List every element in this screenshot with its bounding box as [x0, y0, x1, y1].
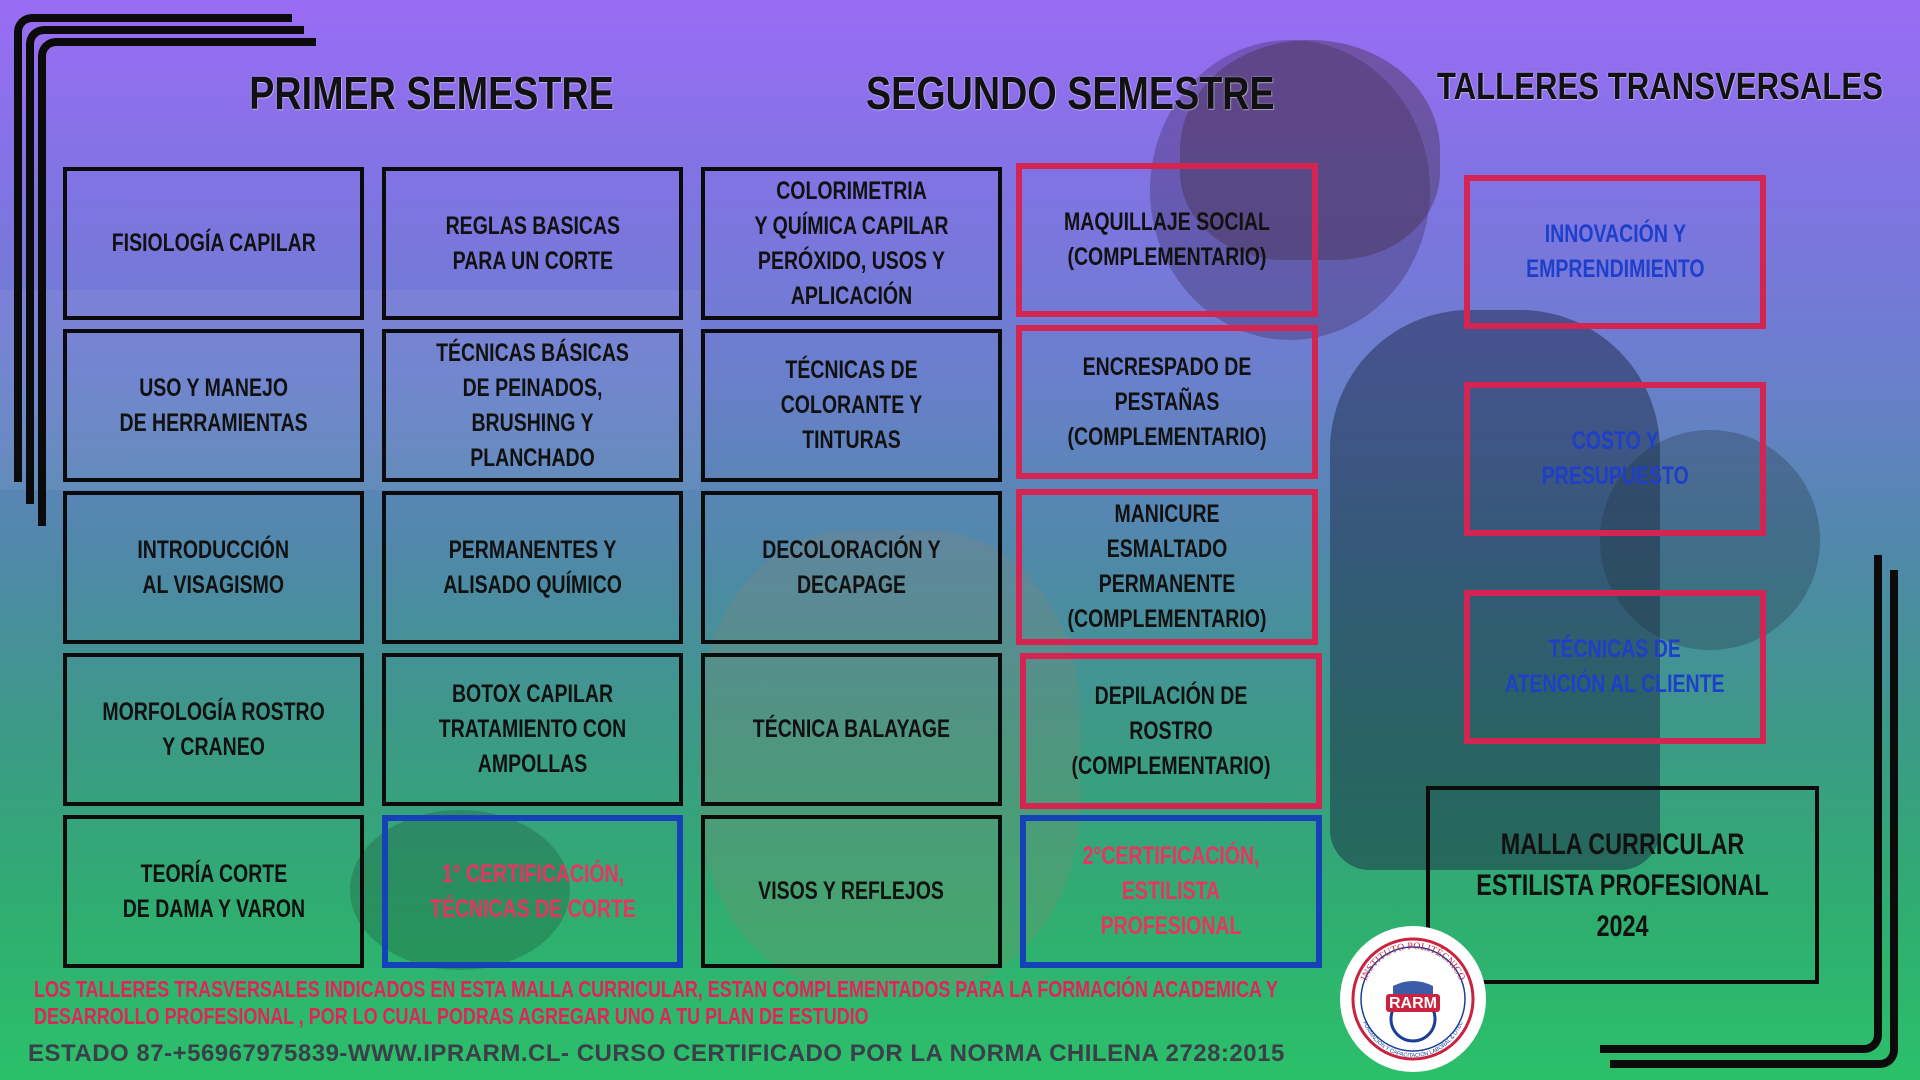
course-box-manicure: MANICURE ESMALTADO PERMANENTE (COMPLEMEN… [1016, 489, 1318, 645]
course-box-visos-reflejos: VISOS Y REFLEJOS [701, 815, 1002, 968]
course-label: DECOLORACIÓN Y DECAPAGE [762, 535, 941, 599]
logo-name: RARM [1389, 995, 1437, 1012]
heading-segundo-semestre: SEGUNDO SEMESTRE [866, 67, 1275, 119]
frame-corner-top-left-1 [14, 14, 292, 482]
course-box-tecnicas-basicas-peinados: TÉCNICAS BÁSICAS DE PEINADOS, BRUSHING Y… [382, 329, 683, 482]
course-box-encrespado-pestanas: ENCRESPADO DE PESTAÑAS (COMPLEMENTARIO) [1016, 325, 1318, 479]
frame-corner-bottom-right-1 [1600, 555, 1882, 1053]
course-label: PERMANENTES Y ALISADO QUÍMICO [443, 535, 622, 599]
course-label: TÉCNICA BALAYAGE [752, 715, 951, 743]
course-box-morfologia-rostro: MORFOLOGÍA ROSTRO Y CRANEO [63, 653, 364, 806]
course-label: DEPILACIÓN DE ROSTRO (COMPLEMENTARIO) [1071, 681, 1271, 780]
rarm-logo: RARM INSTITUTO POLITÉCNICO FORMACIÓN Y C… [1338, 924, 1488, 1074]
course-label: MORFOLOGÍA ROSTRO Y CRANEO [102, 697, 325, 761]
taller-label: COSTO Y PRESUPUESTO [1541, 427, 1689, 490]
course-label: BOTOX CAPILAR TRATAMIENTO CON AMPOLLAS [438, 680, 627, 778]
course-box-introduccion-visagismo: INTRODUCCIÓN AL VISAGISMO [63, 491, 364, 644]
talleres-note: LOS TALLERES TRASVERSALES INDICADOS EN E… [34, 976, 1278, 1029]
taller-box-innovacion: INNOVACIÓN Y EMPRENDIMIENTO [1464, 175, 1766, 329]
course-label: COLORIMETRIA Y QUÍMICA CAPILAR PERÓXIDO,… [754, 176, 949, 310]
course-label: USO Y MANEJO DE HERRAMIENTAS [119, 373, 308, 437]
course-box-fisiologia-capilar: FISIOLOGÍA CAPILAR [63, 167, 364, 320]
taller-box-atencion-cliente: TÉCNICAS DE ATENCIÓN AL CLIENTE [1464, 590, 1766, 744]
course-label: VISOS Y REFLEJOS [758, 877, 945, 905]
heading-talleres-transversales: TALLERES TRANSVERSALES [1436, 66, 1883, 108]
course-label: TÉCNICAS BÁSICAS DE PEINADOS, BRUSHING Y… [436, 338, 629, 472]
course-box-uso-manejo-herramientas: USO Y MANEJO DE HERRAMIENTAS [63, 329, 364, 482]
course-box-botox-capilar: BOTOX CAPILAR TRATAMIENTO CON AMPOLLAS [382, 653, 683, 806]
taller-label: INNOVACIÓN Y EMPRENDIMIENTO [1525, 220, 1705, 283]
course-label: MAQUILLAJE SOCIAL (COMPLEMENTARIO) [1064, 208, 1270, 271]
course-label: MANICURE ESMALTADO PERMANENTE (COMPLEMEN… [1067, 500, 1267, 633]
certification-box-1: 1° CERTIFICACIÓN, TÉCNICAS DE CORTE [382, 815, 683, 968]
course-box-tecnica-balayage: TÉCNICA BALAYAGE [701, 653, 1002, 806]
certification-box-2: 2°CERTIFICACIÓN, ESTILISTA PROFESIONAL [1020, 815, 1322, 968]
heading-primer-semestre: PRIMER SEMESTRE [249, 67, 614, 119]
course-label: FISIOLOGÍA CAPILAR [111, 229, 316, 257]
taller-label: TÉCNICAS DE ATENCIÓN AL CLIENTE [1505, 635, 1725, 698]
frame-corner-bottom-right-2 [1610, 570, 1898, 1068]
course-box-tecnicas-colorante: TÉCNICAS DE COLORANTE Y TINTURAS [701, 329, 1002, 482]
course-box-permanentes-alisado: PERMANENTES Y ALISADO QUÍMICO [382, 491, 683, 644]
course-box-depilacion-rostro: DEPILACIÓN DE ROSTRO (COMPLEMENTARIO) [1020, 653, 1322, 809]
malla-curricular-title: MALLA CURRICULAR ESTILISTA PROFESIONAL 2… [1476, 827, 1769, 943]
course-label: TÉCNICAS DE COLORANTE Y TINTURAS [780, 356, 923, 454]
course-box-colorimetria: COLORIMETRIA Y QUÍMICA CAPILAR PERÓXIDO,… [701, 167, 1002, 320]
frame-corner-top-left-3 [38, 38, 316, 526]
course-box-maquillaje-social: MAQUILLAJE SOCIAL (COMPLEMENTARIO) [1016, 163, 1318, 317]
malla-curricular-box: MALLA CURRICULAR ESTILISTA PROFESIONAL 2… [1426, 786, 1819, 984]
taller-box-costo-presupuesto: COSTO Y PRESUPUESTO [1464, 382, 1766, 536]
course-label: ENCRESPADO DE PESTAÑAS (COMPLEMENTARIO) [1067, 352, 1267, 451]
footer-contact: ESTADO 87-+56967975839-WWW.IPRARM.CL- CU… [28, 1040, 1285, 1067]
course-box-reglas-basicas: REGLAS BASICAS PARA UN CORTE [382, 167, 683, 320]
course-label: TEORÍA CORTE DE DAMA Y VARON [122, 859, 305, 923]
certification-label: 2°CERTIFICACIÓN, ESTILISTA PROFESIONAL [1082, 842, 1260, 940]
course-box-decoloracion-decapage: DECOLORACIÓN Y DECAPAGE [701, 491, 1002, 644]
certification-label: 1° CERTIFICACIÓN, TÉCNICAS DE CORTE [429, 859, 636, 923]
frame-corner-top-left-2 [26, 26, 304, 504]
course-label: REGLAS BASICAS PARA UN CORTE [445, 211, 620, 275]
course-box-teoria-corte: TEORÍA CORTE DE DAMA Y VARON [63, 815, 364, 968]
course-label: INTRODUCCIÓN AL VISAGISMO [137, 535, 290, 599]
